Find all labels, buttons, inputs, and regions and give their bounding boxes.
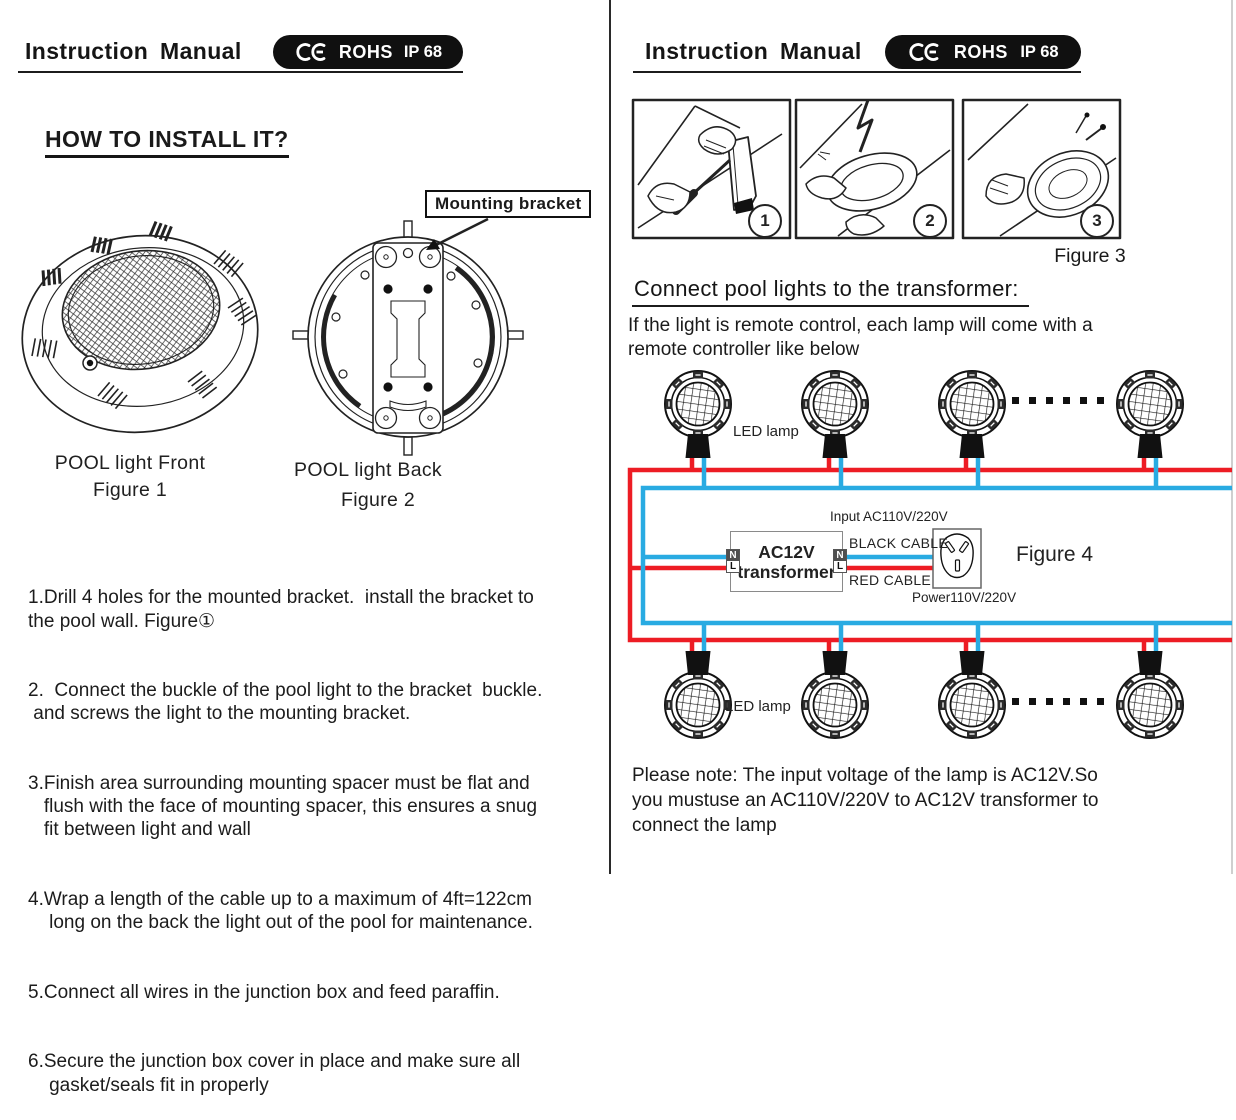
ce-mark-icon [909, 43, 939, 61]
input-voltage-label: Input AC110V/220V [830, 509, 948, 524]
figure3-panels [631, 98, 1122, 240]
instruction-step: 5.Connect all wires in the junction box … [28, 981, 500, 1003]
instruction-step: 1.Drill 4 holes for the mounted bracket.… [28, 587, 534, 632]
led-lamp-icon [664, 370, 732, 459]
step-number: 2 [925, 211, 935, 230]
ip68-label: IP 68 [1020, 42, 1059, 61]
terminal-l-label: L [729, 561, 737, 572]
step-number: 1 [760, 211, 770, 230]
blue-wire [640, 448, 1232, 662]
led-lamp-label-top: LED lamp [733, 423, 799, 440]
rohs-label: ROHS [953, 41, 1008, 62]
led-lamp-icon [801, 650, 869, 739]
figure3-panel-3 [961, 98, 1122, 240]
led-lamp-icon [1116, 650, 1184, 739]
led-lamp-icon [1116, 370, 1184, 459]
terminal-n-label: N [727, 550, 739, 561]
transformer-word: transformer [737, 561, 836, 582]
certification-badge-left: ROHS IP 68 [273, 35, 463, 69]
figure3-panel-1 [631, 98, 792, 240]
figure1-caption: POOL light Front [54, 452, 206, 474]
figure3-step2-number: 2 [913, 204, 947, 238]
mounting-bracket-drawing [372, 242, 444, 434]
figure3-panel-2 [794, 98, 955, 240]
certification-badge-right: ROHS IP 68 [885, 35, 1081, 69]
led-lamp-icon [938, 650, 1006, 739]
red-cable-label: RED CABLE [849, 572, 932, 588]
mounting-bracket-arrow [426, 217, 489, 250]
black-cable-label: BLACK CABLE [849, 535, 949, 551]
ce-mark-icon [296, 43, 326, 61]
led-lamp-icon [664, 650, 732, 739]
led-lamp-icon [938, 370, 1006, 459]
page-title-right: Instruction Manual [645, 38, 862, 64]
figure4-label: Figure 4 [1016, 543, 1094, 566]
installation-instructions: 1.Drill 4 holes for the mounted bracket.… [28, 540, 542, 1120]
how-to-install-heading: HOW TO INSTALL IT? [45, 126, 289, 158]
header-rule-left [18, 71, 463, 73]
wiring-diagram [627, 370, 1232, 739]
terminal-n-label: N [834, 550, 846, 561]
figure2-caption: POOL light Back [294, 459, 442, 481]
page-title-left: Instruction Manual [25, 38, 242, 64]
page-right-edge [1231, 0, 1233, 874]
transformer-terminal-left: N L [726, 549, 740, 573]
terminal-l-label: L [836, 561, 844, 572]
instruction-step: 3.Finish area surrounding mounting space… [28, 773, 538, 841]
transformer-box: AC12V transformer [730, 531, 843, 592]
mounting-bracket-label: Mounting bracket [425, 190, 592, 218]
more-lamps-ellipsis [1012, 397, 1104, 705]
header-rule-right [633, 71, 1081, 73]
figure3-step3-number: 3 [1080, 204, 1114, 238]
figure3-step1-number: 1 [748, 204, 782, 238]
figure3-caption: Figure 3 [1054, 245, 1126, 267]
power-plug-icon [932, 528, 982, 589]
transformer-terminal-right: N L [833, 549, 847, 573]
ip68-label: IP 68 [403, 42, 443, 61]
pool-light-back-figure [292, 217, 524, 456]
pool-light-front-figure [21, 220, 259, 434]
transformer-voltage: AC12V [758, 541, 815, 562]
pool-light-figures [21, 217, 524, 456]
step-number: 3 [1092, 211, 1102, 230]
instruction-step: 4.Wrap a length of the cable up to a max… [28, 889, 533, 934]
instruction-step: 6.Secure the junction box cover in place… [28, 1051, 521, 1096]
please-note-text: Please note: The input voltage of the la… [632, 765, 1099, 836]
intro-text: If the light is remote control, each lam… [628, 315, 1093, 360]
figure2-label: Figure 2 [341, 489, 415, 511]
instruction-manual-page: { "colors": { "wire_red": "#ED1C24", "wi… [18, 0, 1233, 1096]
power-label: Power110V/220V [912, 590, 1017, 605]
figure1-label: Figure 1 [93, 479, 167, 501]
column-divider [609, 0, 611, 874]
instruction-step: 2. Connect the buckle of the pool light … [28, 680, 543, 725]
rohs-label: ROHS [338, 41, 393, 62]
led-lamp-icon [801, 370, 869, 459]
connect-heading: Connect pool lights to the transformer: [632, 276, 1029, 307]
led-lamp-label-bottom: LED lamp [725, 698, 791, 715]
